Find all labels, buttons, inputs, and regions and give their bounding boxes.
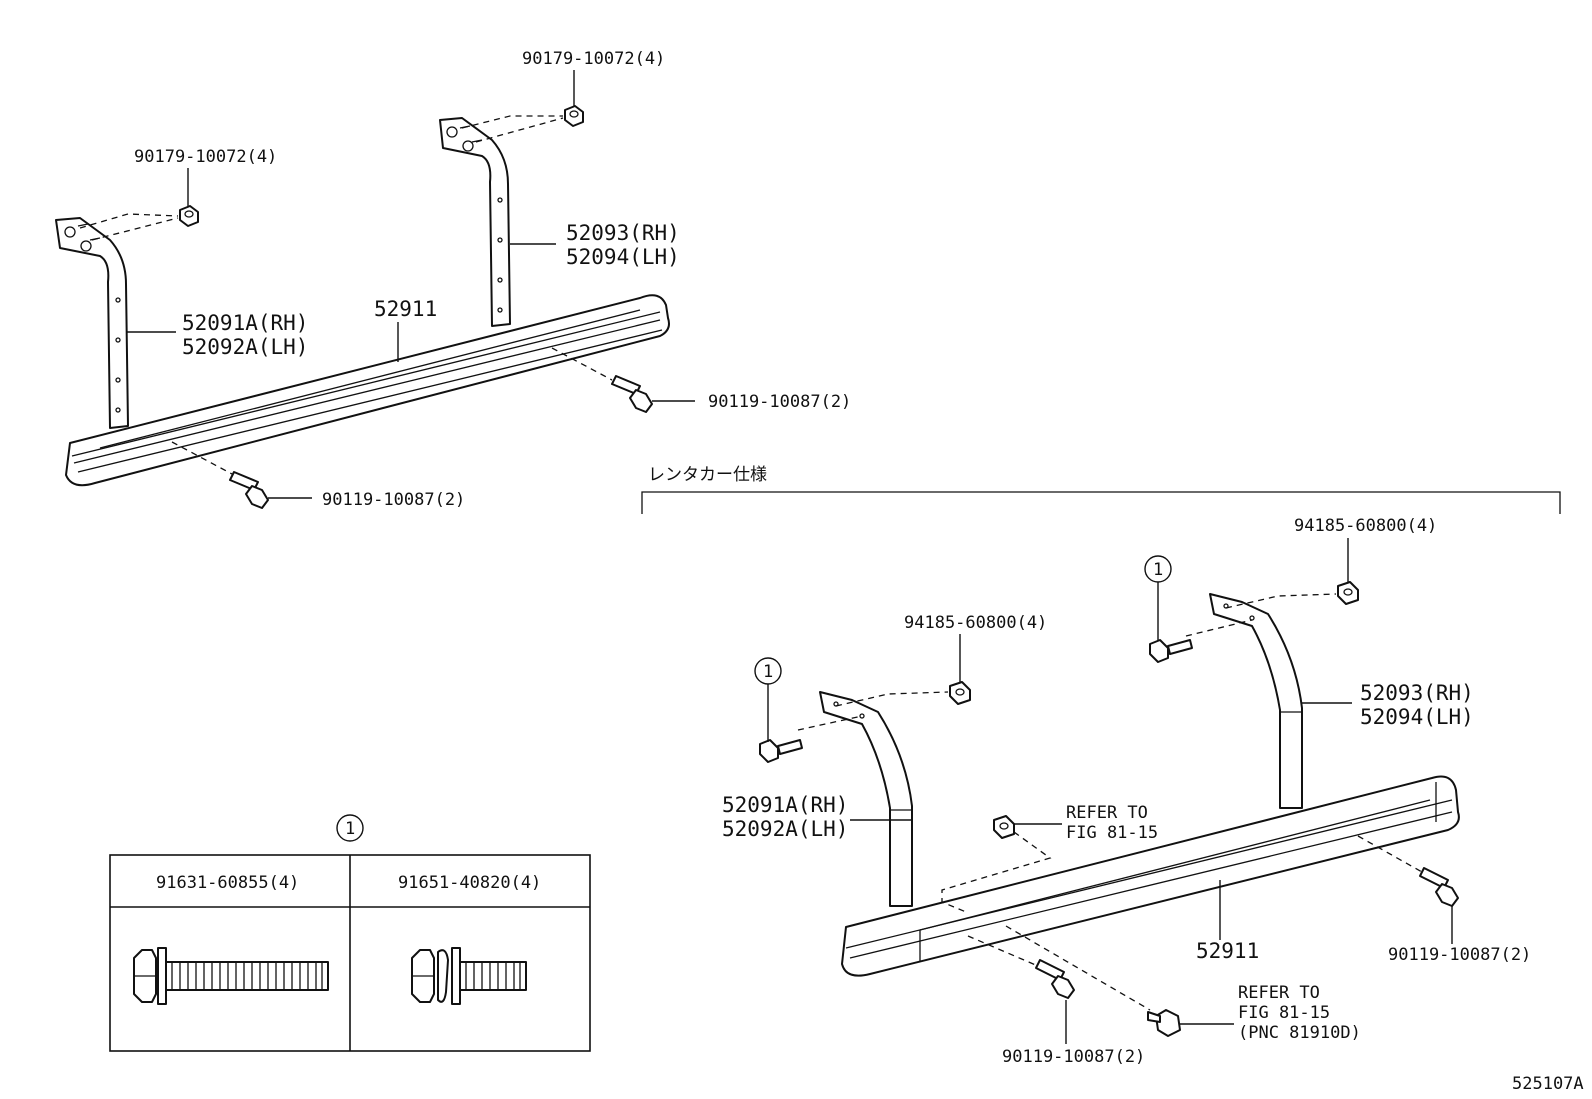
bracket-rear-rental: [1209, 593, 1303, 809]
callout-1-marker: 1: [754, 657, 782, 742]
figure-id: 525107A: [1512, 1074, 1584, 1094]
set-column-header: 91631-60855(4): [156, 873, 299, 893]
washer-bolt-icon: [411, 947, 527, 1005]
label-running-board: 52911: [374, 297, 437, 321]
label-refer: FIG 81-15: [1066, 823, 1158, 843]
label-nut: 90179-10072(4): [134, 147, 277, 167]
bracket-front-rental: [819, 691, 913, 907]
label-nut: 94185-60800(4): [904, 613, 1047, 633]
rental-spec-assembly: レンタカー仕様: [641, 465, 1561, 1067]
bolt-icon: [759, 739, 803, 763]
callout-1-text: 1: [763, 662, 773, 682]
upper-left-assembly: 90179-10072(4) 90179-10072(4) 52093(RH) …: [55, 49, 851, 510]
clip-icon: [1147, 1009, 1181, 1037]
section-bracket: [641, 491, 1561, 514]
nut-icon: [1337, 581, 1359, 605]
label-bracket-rh: 52093(RH): [1360, 681, 1474, 705]
bolt-icon: [1419, 867, 1459, 907]
bolt-icon: [1149, 639, 1193, 663]
label-refer: REFER TO: [1238, 983, 1320, 1003]
fastener-set-table: 1 91631-60855(4) 91651-40820(4): [109, 814, 591, 1052]
nut-icon: [993, 815, 1015, 839]
label-bracket-rh: 52091A(RH): [722, 793, 848, 817]
set-column-header: 91651-40820(4): [398, 873, 541, 893]
callout-1-marker: 1: [1144, 555, 1172, 640]
label-bracket-lh: 52094(LH): [566, 245, 680, 269]
label-nut: 94185-60800(4): [1294, 516, 1437, 536]
bracket-rear-upper: [439, 117, 511, 327]
label-bolt: 90119-10087(2): [1388, 945, 1531, 965]
nut-icon: [564, 105, 584, 127]
label-refer: REFER TO: [1066, 803, 1148, 823]
callout-1-text: 1: [1153, 560, 1163, 580]
flange-bolt-icon: [133, 947, 329, 1005]
nut-icon: [949, 681, 971, 705]
label-bolt: 90119-10087(2): [1002, 1047, 1145, 1067]
label-bolt: 90119-10087(2): [708, 392, 851, 412]
bolt-icon: [611, 375, 653, 413]
bolt-icon: [229, 471, 269, 509]
set-callout-text: 1: [345, 819, 355, 839]
bolt-icon: [1035, 959, 1075, 999]
running-board-upper: [65, 294, 670, 487]
nut-icon: [179, 205, 199, 227]
label-refer: FIG 81-15: [1238, 1003, 1330, 1023]
label-bracket-lh: 52094(LH): [1360, 705, 1474, 729]
label-bracket-rh: 52093(RH): [566, 221, 680, 245]
rental-spec-heading: レンタカー仕様: [648, 465, 767, 485]
label-nut: 90179-10072(4): [522, 49, 665, 69]
label-running-board: 52911: [1196, 939, 1259, 963]
label-bracket-lh: 52092A(LH): [722, 817, 848, 841]
bracket-front-upper: [55, 217, 129, 429]
label-bolt: 90119-10087(2): [322, 490, 465, 510]
label-bracket-rh: 52091A(RH): [182, 311, 308, 335]
label-bracket-lh: 52092A(LH): [182, 335, 308, 359]
label-refer: (PNC 81910D): [1238, 1023, 1361, 1043]
running-board-rental: [841, 775, 1460, 977]
